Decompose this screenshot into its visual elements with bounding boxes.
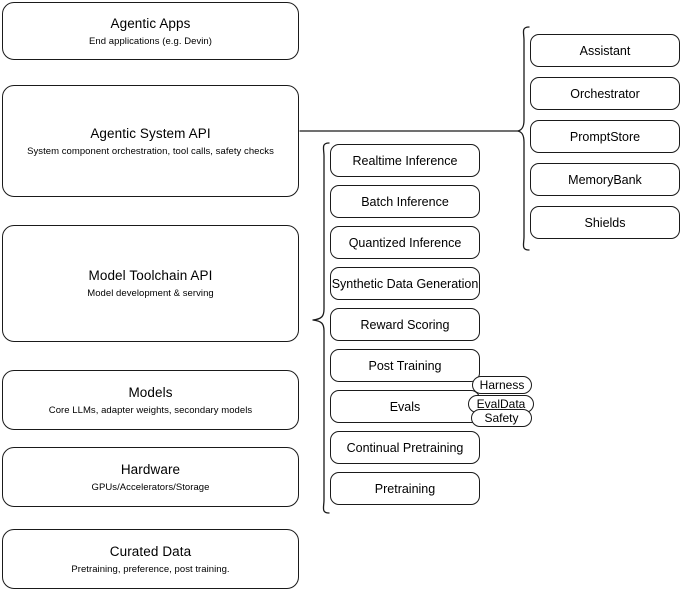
capability-label: Continual Pretraining <box>346 440 464 455</box>
layer-title: Models <box>128 384 173 400</box>
capability-label: Evals <box>389 399 421 414</box>
capability-label: Realtime Inference <box>352 153 458 168</box>
layer-subtitle: Model development & serving <box>87 288 214 299</box>
capability-batch-inference[interactable]: Batch Inference <box>330 185 480 218</box>
capability-realtime-inference[interactable]: Realtime Inference <box>330 144 480 177</box>
layer-subtitle: End applications (e.g. Devin) <box>89 35 212 47</box>
capability-label: Reward Scoring <box>360 317 450 332</box>
layer-subtitle: System component orchestration, tool cal… <box>27 145 274 157</box>
component-label: MemoryBank <box>568 172 642 187</box>
layer-title: Hardware <box>120 461 181 477</box>
capability-post-training[interactable]: Post Training <box>330 349 480 382</box>
capability-label: Synthetic Data Generation <box>331 276 479 291</box>
capability-label: Pretraining <box>374 481 436 496</box>
layer-title: Agentic Apps <box>110 15 191 31</box>
component-memorybank[interactable]: MemoryBank <box>530 163 680 196</box>
component-promptstore[interactable]: PromptStore <box>530 120 680 153</box>
layer-curated-data[interactable]: Curated Data Pretraining, preference, po… <box>2 529 299 589</box>
evals-badge-label: EvalData <box>476 397 526 411</box>
capability-synthetic-data-generation[interactable]: Synthetic Data Generation <box>330 267 480 300</box>
layer-subtitle: Pretraining, preference, post training. <box>71 563 230 575</box>
layer-agentic-system-api[interactable]: Agentic System API System component orch… <box>2 85 299 197</box>
layer-model-toolchain-api[interactable]: Model Toolchain API Model development & … <box>2 225 299 342</box>
capability-continual-pretraining[interactable]: Continual Pretraining <box>330 431 480 464</box>
layer-hardware[interactable]: Hardware GPUs/Accelerators/Storage <box>2 447 299 507</box>
capability-evals[interactable]: Evals <box>330 390 480 423</box>
layer-agentic-apps[interactable]: Agentic Apps End applications (e.g. Devi… <box>2 2 299 60</box>
capability-label: Batch Inference <box>361 194 449 209</box>
capability-pretraining[interactable]: Pretraining <box>330 472 480 505</box>
component-label: Assistant <box>579 43 631 58</box>
capability-label: Quantized Inference <box>348 235 462 250</box>
capability-label: Post Training <box>368 358 442 373</box>
evals-badge-label: Harness <box>479 378 525 392</box>
capability-reward-scoring[interactable]: Reward Scoring <box>330 308 480 341</box>
layer-models[interactable]: Models Core LLMs, adapter weights, secon… <box>2 370 299 430</box>
component-shields[interactable]: Shields <box>530 206 680 239</box>
layer-subtitle: GPUs/Accelerators/Storage <box>91 481 210 493</box>
layer-title: Model Toolchain API <box>88 268 213 283</box>
component-label: PromptStore <box>569 129 641 144</box>
component-label: Shields <box>584 215 626 230</box>
component-assistant[interactable]: Assistant <box>530 34 680 67</box>
evals-badge-safety[interactable]: Safety <box>471 409 532 427</box>
component-orchestrator[interactable]: Orchestrator <box>530 77 680 110</box>
layer-title: Agentic System API <box>90 125 211 141</box>
capability-quantized-inference[interactable]: Quantized Inference <box>330 226 480 259</box>
evals-badge-label: Safety <box>484 411 519 425</box>
evals-badge-harness[interactable]: Harness <box>472 376 532 394</box>
layer-subtitle: Core LLMs, adapter weights, secondary mo… <box>48 404 253 416</box>
layer-title: Curated Data <box>109 543 192 559</box>
component-label: Orchestrator <box>570 86 640 101</box>
